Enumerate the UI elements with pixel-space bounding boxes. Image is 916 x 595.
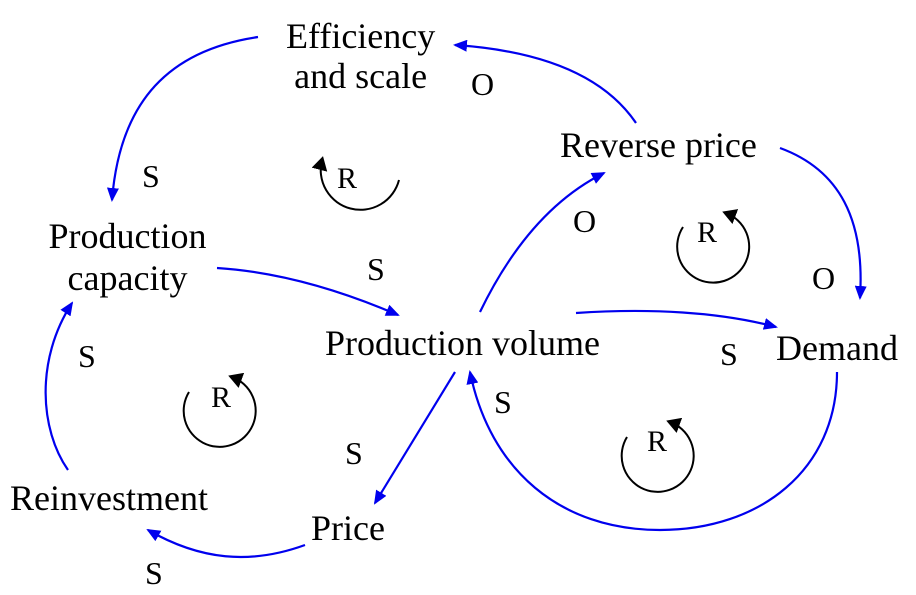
link-volume-to-demand (575, 309, 778, 330)
node-efficiency-line2: and scale (294, 56, 428, 96)
loop-label-right-bottom: R (647, 425, 668, 458)
node-production-capacity-line1: Production (48, 216, 207, 256)
link-volume-to-price (373, 371, 456, 505)
polarity-capacity-to-volume: S (367, 251, 385, 287)
node-demand: Demand (776, 328, 898, 368)
polarity-volume-to-demand: S (720, 336, 738, 372)
link-reverse-price-to-demand (779, 146, 867, 300)
link-demand-to-volume (466, 370, 839, 532)
link-reverse-price-to-efficiency (453, 39, 637, 124)
loop-icon-top (311, 156, 400, 211)
loop-icon-right-top (676, 209, 751, 284)
polarity-volume-to-reverse-price: O (573, 203, 597, 239)
node-price: Price (311, 508, 385, 548)
polarity-demand-to-volume: S (494, 384, 512, 420)
polarity-efficiency-to-capacity: S (142, 158, 160, 194)
node-production-volume: Production volume (325, 323, 600, 363)
loop-icon-right-bottom (620, 417, 695, 493)
loop-icon-left (182, 372, 257, 448)
node-reinvestment: Reinvestment (10, 478, 208, 518)
loop-label-left: R (211, 381, 232, 414)
loop-label-right-top: R (697, 216, 718, 249)
node-reverse-price: Reverse price (560, 125, 757, 165)
node-efficiency-line1: Efficiency (286, 16, 436, 56)
node-efficiency-and-scale: Efficiency and scale (286, 18, 435, 94)
polarity-price-to-reinvestment: S (145, 555, 163, 591)
polarity-reinvestment-to-capacity: S (78, 338, 96, 374)
loop-label-top: R (337, 162, 358, 195)
node-production-capacity-line2: capacity (67, 258, 188, 298)
link-price-to-reinvestment (146, 529, 306, 559)
link-capacity-to-volume (216, 266, 400, 317)
node-production-capacity: Production capacity (40, 218, 215, 296)
polarity-reverse-price-to-efficiency: O (471, 66, 495, 102)
polarity-volume-to-price: S (345, 435, 363, 471)
link-reinvestment-to-capacity (44, 301, 74, 471)
link-volume-to-reverse-price (479, 172, 606, 313)
link-efficiency-to-capacity (106, 35, 259, 202)
polarity-reverse-price-to-demand: O (812, 260, 836, 296)
